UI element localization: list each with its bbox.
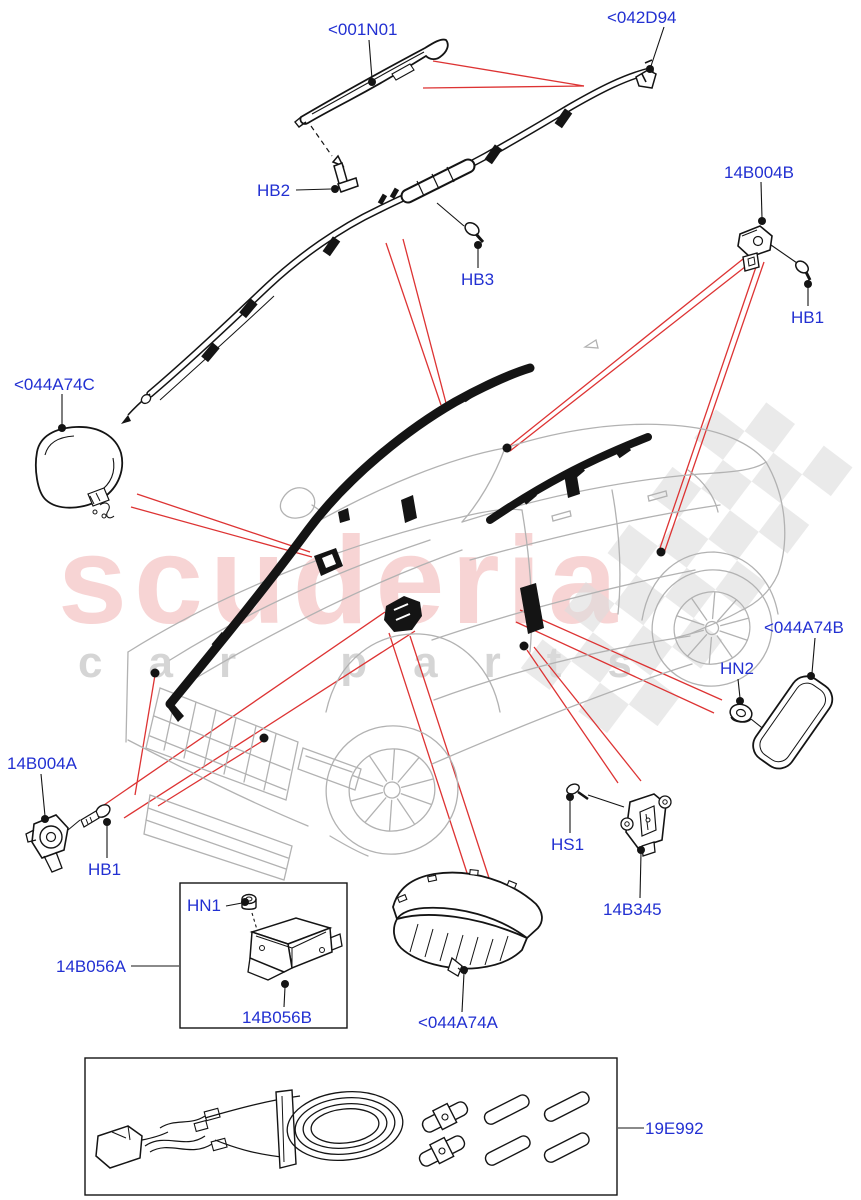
hb3-bolt-drawing [436,202,485,243]
driver-airbag-drawing [34,426,124,519]
part-label-19E992: 19E992 [645,1119,704,1138]
crash-sensor-drawing [566,783,672,857]
part-label-HS1: HS1 [551,835,585,854]
label-leader-dots [41,65,815,988]
wiring-kit-box [84,1057,618,1196]
red-locator-lines [103,60,765,879]
part-label-HB1-right: HB1 [791,308,825,327]
part-label-HN2: HN2 [720,659,755,678]
watermark-brand: scuderia [58,512,625,650]
front-impact-sensor-drawing [25,804,111,873]
part-label-044A74C: <044A74C [14,375,95,394]
part-label-HN1: HN1 [187,896,222,915]
part-label-14B004B: 14B004B [724,163,794,182]
part-label-HB2: HB2 [257,181,291,200]
part-label-044A74B: <044A74B [764,618,844,637]
part-label-HB3: HB3 [461,270,495,289]
side-impact-sensor-b-drawing [737,225,812,281]
label-leader-lines [40,26,816,1129]
seat-airbag-drawing [729,675,834,770]
installed-curtain-airbags [150,363,666,743]
part-label-14B345: 14B345 [603,900,662,919]
part-label-044A74A: <044A74A [418,1013,498,1032]
part-label-HB1-left: HB1 [88,860,122,879]
part-label-042D94: <042D94 [607,8,677,27]
part-label-14B056A: 14B056A [56,957,126,976]
part-label-14B056B: 14B056B [242,1008,312,1027]
vehicle-illustration [125,338,786,881]
passenger-airbag-drawing [392,868,543,977]
curtain-airbag-assembly-drawing [121,59,657,424]
header-trim-drawing [294,38,449,157]
part-label-001N01: <001N01 [328,20,398,39]
hb2-bolt-drawing [331,154,359,193]
part-label-14B004A: 14B004A [7,754,77,773]
